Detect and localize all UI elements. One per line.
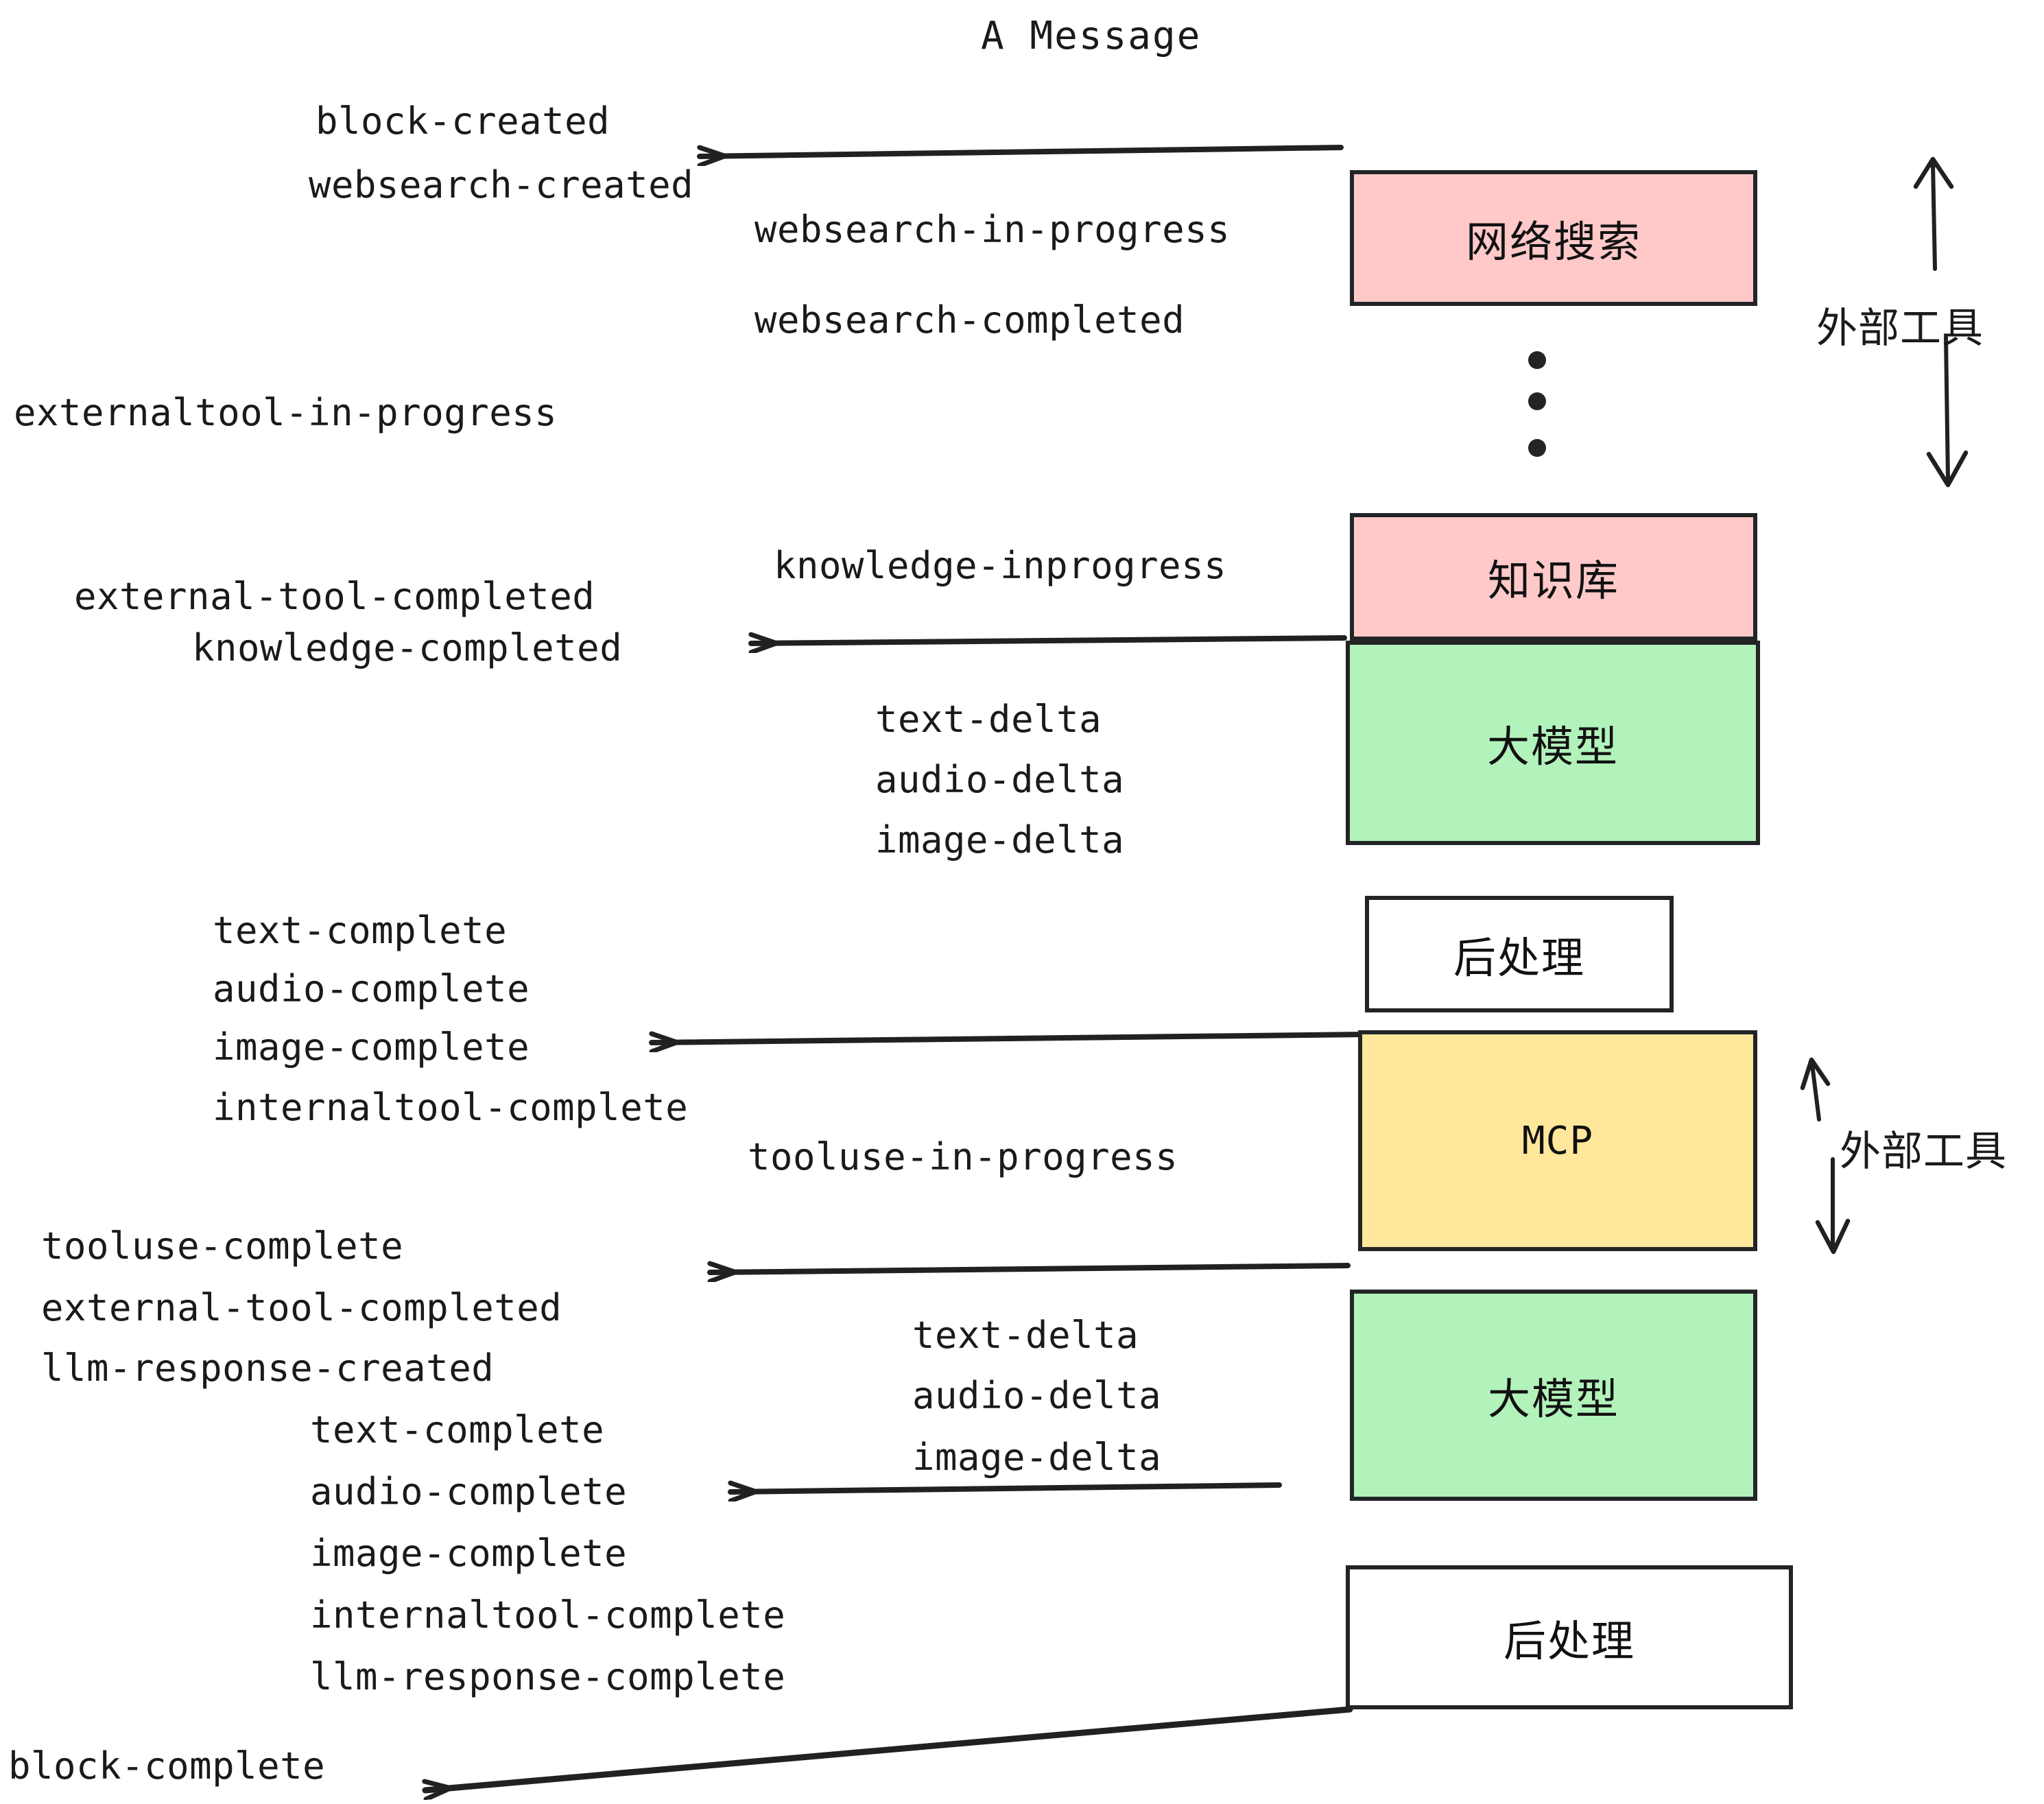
event-internaltool-complete-1: internaltool-complete [213, 1086, 689, 1129]
arrow-audio-complete-2 [728, 1485, 1282, 1492]
node-llm-2[interactable]: 大模型 [1350, 1290, 1757, 1501]
event-externaltool-in-progress: externaltool-in-progress [14, 391, 558, 434]
event-knowledge-inprogress: knowledge-inprogress [774, 544, 1227, 587]
event-websearch-completed: websearch-completed [754, 298, 1185, 342]
arrow-block-created [697, 145, 1344, 156]
event-llm-response-created: llm-response-created [41, 1346, 495, 1390]
event-external-tool-completed-1: external-tool-completed [74, 575, 595, 618]
event-websearch-in-progress: websearch-in-progress [754, 208, 1231, 251]
event-audio-delta-1: audio-delta [875, 758, 1125, 801]
arrow-knowledge-completed [748, 638, 1347, 643]
side-label-external-tools-bottom: 外部工具 [1840, 1128, 2007, 1176]
node-postprocessing-1-label: 后处理 [1453, 933, 1585, 983]
ellipsis-dot-3 [1528, 439, 1546, 457]
ellipsis-dot-1 [1528, 351, 1546, 369]
arrow-external-tools-up-bottom [1800, 1057, 1831, 1121]
event-text-complete-1: text-complete [213, 909, 508, 952]
arrow-external-tools-down-top [1926, 335, 1969, 488]
node-llm-2-label: 大模型 [1487, 1374, 1619, 1424]
page-title: A Message [981, 14, 1202, 58]
event-tooluse-in-progress: tooluse-in-progress [748, 1135, 1178, 1178]
side-label-external-tools-top: 外部工具 [1816, 305, 1984, 353]
ellipsis-dot-2 [1528, 392, 1546, 410]
event-block-complete: block-complete [8, 1744, 326, 1788]
event-websearch-created: websearch-created [309, 163, 694, 206]
event-knowledge-completed: knowledge-completed [192, 626, 623, 669]
node-postprocessing-1[interactable]: 后处理 [1365, 896, 1674, 1012]
event-image-delta-1: image-delta [875, 818, 1125, 862]
arrow-external-tools-up-top [1913, 156, 1954, 271]
event-llm-response-complete: llm-response-complete [310, 1655, 786, 1698]
node-knowledge[interactable]: 知识库 [1350, 513, 1757, 641]
event-audio-delta-2: audio-delta [912, 1374, 1162, 1417]
event-tooluse-complete: tooluse-complete [41, 1224, 404, 1268]
event-external-tool-completed-2: external-tool-completed [41, 1286, 562, 1329]
node-mcp[interactable]: MCP [1358, 1030, 1757, 1251]
arrow-block-complete [425, 1706, 1353, 1790]
event-image-complete-2: image-complete [310, 1532, 628, 1575]
event-text-delta-1: text-delta [875, 698, 1102, 741]
event-internaltool-complete-2: internaltool-complete [310, 1593, 786, 1637]
event-text-complete-2: text-complete [310, 1408, 605, 1451]
event-audio-complete-2: audio-complete [310, 1470, 628, 1513]
event-audio-complete-1: audio-complete [213, 967, 530, 1010]
node-postprocessing-2-label: 后处理 [1503, 1616, 1635, 1666]
event-text-delta-2: text-delta [912, 1314, 1139, 1357]
arrow-tooluse-complete [707, 1266, 1351, 1272]
node-llm-1[interactable]: 大模型 [1346, 641, 1760, 845]
node-websearch[interactable]: 网络搜索 [1350, 170, 1757, 306]
event-block-created: block-created [316, 99, 610, 143]
node-websearch-label: 网络搜索 [1465, 217, 1641, 267]
event-image-delta-2: image-delta [912, 1436, 1162, 1479]
node-knowledge-label: 知识库 [1487, 556, 1619, 606]
event-image-complete-1: image-complete [213, 1025, 530, 1069]
arrow-image-complete-1 [649, 1034, 1368, 1043]
node-postprocessing-2[interactable]: 后处理 [1346, 1565, 1793, 1709]
node-mcp-label: MCP [1521, 1118, 1594, 1163]
node-llm-1-label: 大模型 [1486, 722, 1619, 772]
